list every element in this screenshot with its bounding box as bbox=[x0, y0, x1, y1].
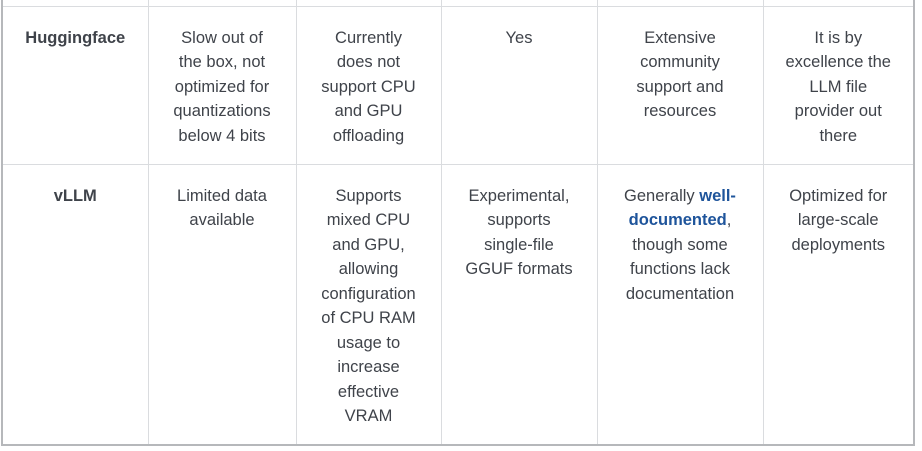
row-label-vllm: vLLM bbox=[1, 163, 149, 446]
row-label-huggingface: Huggingface bbox=[1, 5, 149, 165]
table-cell: Currently does not support CPU and GPU o… bbox=[295, 5, 442, 165]
cell-text: , though some functions lack documentati… bbox=[625, 211, 735, 303]
table-cell: It is by excellence the LLM file provide… bbox=[762, 5, 915, 165]
table-cell: Slow out of the box, not optimized for q… bbox=[147, 5, 297, 165]
table-cell: Optimized for large-scale deployments bbox=[762, 163, 915, 446]
well-documented-link[interactable]: well- documented bbox=[628, 186, 736, 230]
table-cell: Supports mixed CPU and GPU, allowing con… bbox=[295, 163, 442, 446]
table-cell: Yes bbox=[440, 5, 598, 165]
table-cell: Extensive community support and resource… bbox=[596, 5, 764, 165]
table-cell: Limited data available bbox=[147, 163, 297, 446]
table-cell: Generally well- documented, though some … bbox=[596, 163, 764, 446]
table-cell: Experimental, supports single-file GGUF … bbox=[440, 163, 598, 446]
cell-text: Generally bbox=[624, 186, 700, 205]
